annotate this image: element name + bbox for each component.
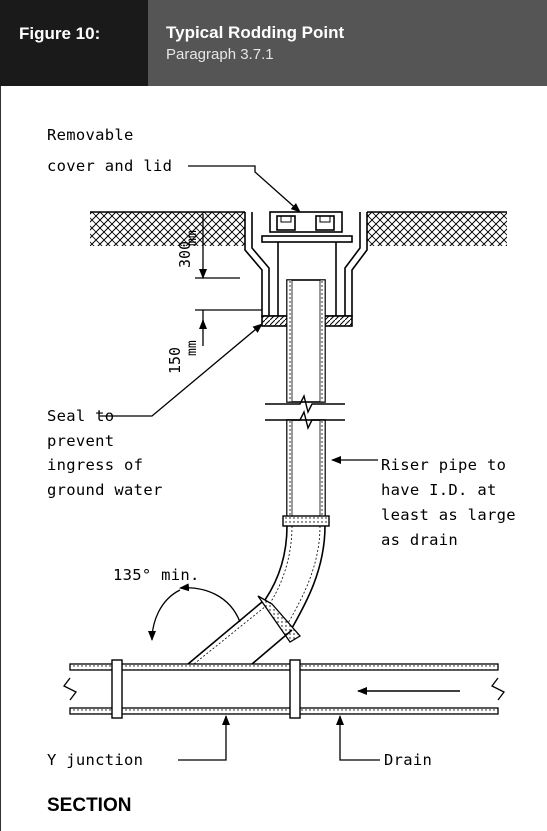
- bend-pipe: [257, 525, 326, 643]
- figure-subtitle: Paragraph 3.7.1: [166, 46, 274, 63]
- seal-label-line4: ground water: [47, 481, 163, 499]
- figure-number: Figure 10:: [19, 24, 101, 43]
- riser-label-line2: have I.D. at: [381, 481, 497, 499]
- cover-label-line1: Removable: [47, 126, 134, 144]
- y-junction-label: Y junction: [47, 751, 143, 769]
- riser-label-line4: as drain: [381, 531, 458, 549]
- riser-label-line3: least as large: [381, 506, 516, 524]
- frame-left-rule: [0, 86, 1, 831]
- main-drain: [63, 659, 505, 719]
- seal-label-line1: Seal to: [47, 407, 114, 425]
- chamber-body: [244, 211, 368, 327]
- dim-150: 150: [166, 347, 184, 374]
- angle-label: 135° min.: [113, 566, 200, 584]
- figure-header: Figure 10: Typical Rodding Point Paragra…: [0, 0, 547, 86]
- dimension-lines: [195, 214, 262, 346]
- ground-hatch: [90, 211, 507, 246]
- figure-number-box: Figure 10:: [0, 0, 148, 86]
- drain-label: Drain: [384, 751, 432, 769]
- dim-300-unit: mm: [185, 230, 200, 246]
- section-label: SECTION: [47, 795, 131, 816]
- leader-lines: [100, 165, 380, 761]
- seal-label-line3: ingress of: [47, 456, 143, 474]
- cover-label-line2: cover and lid: [47, 157, 172, 175]
- seal-label-line2: prevent: [47, 432, 114, 450]
- figure-title-box: Typical Rodding Point Paragraph 3.7.1: [148, 0, 547, 86]
- riser-pipe: [265, 279, 345, 527]
- dim-150-unit: mm: [185, 340, 200, 356]
- dim-300: 300: [176, 241, 194, 268]
- y-junction-branch: [187, 601, 293, 665]
- riser-label-line1: Riser pipe to: [381, 456, 506, 474]
- figure-title: Typical Rodding Point: [166, 23, 345, 42]
